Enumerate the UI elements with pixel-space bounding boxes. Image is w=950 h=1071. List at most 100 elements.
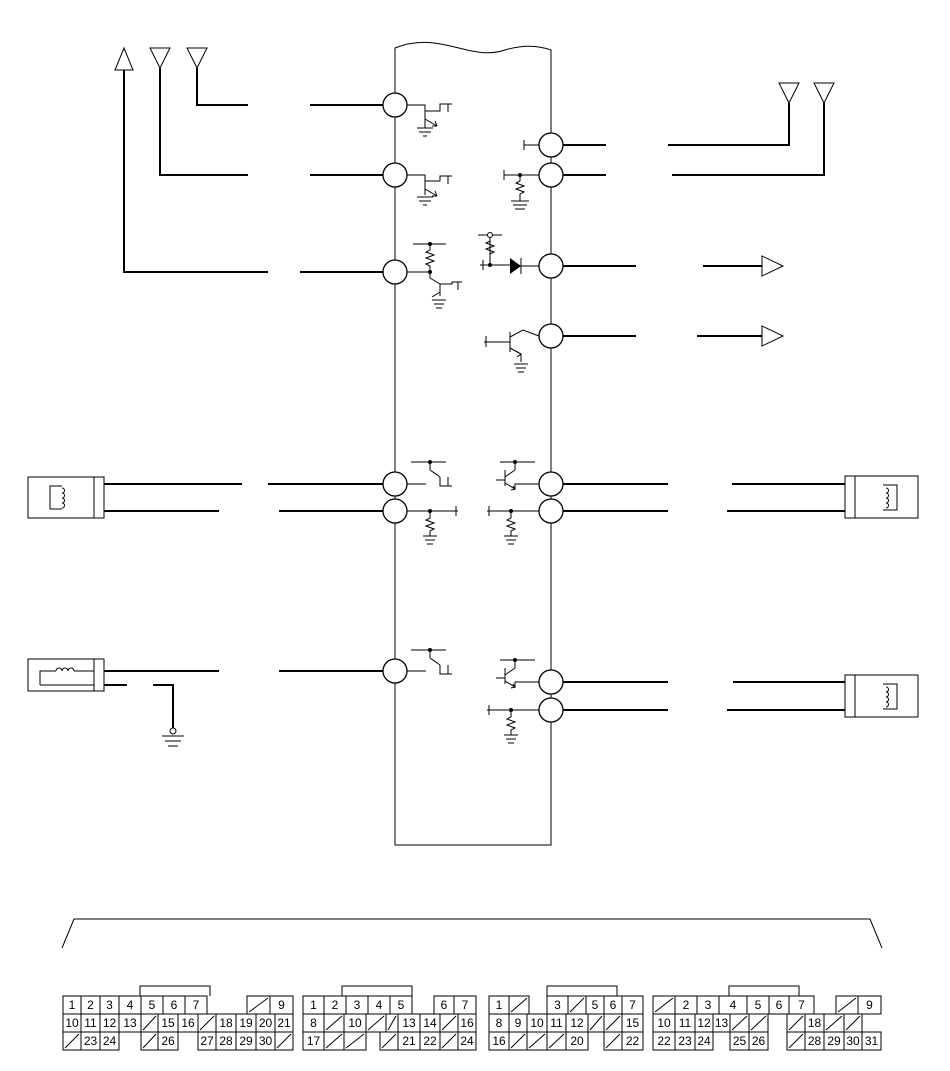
pin-number: 5 bbox=[592, 998, 599, 1012]
connector-lock-tab bbox=[728, 985, 800, 996]
pin-number: 2 bbox=[332, 998, 339, 1012]
unused-cavity-mark bbox=[750, 1015, 767, 1031]
pin-number: 15 bbox=[626, 1016, 640, 1030]
pin-number: 3 bbox=[106, 998, 113, 1012]
pin-number: 14 bbox=[423, 1016, 437, 1030]
unused-cavity-mark bbox=[325, 1015, 343, 1031]
pin-number: 29 bbox=[239, 1034, 253, 1048]
internal-switch-l6 bbox=[407, 648, 452, 675]
left-upper-wires bbox=[114, 46, 384, 273]
terminal-pin bbox=[538, 697, 564, 723]
pin-number: 5 bbox=[149, 998, 156, 1012]
unused-cavity-mark bbox=[589, 1015, 603, 1031]
connector-lock-tab bbox=[139, 985, 211, 996]
terminal-pin bbox=[382, 162, 408, 188]
pin-number: 10 bbox=[65, 1016, 79, 1030]
internal-resistor-r6 bbox=[487, 506, 539, 545]
pin-number: 24 bbox=[460, 1034, 474, 1048]
terminal-pin bbox=[382, 259, 408, 285]
connector-cavity bbox=[157, 1031, 179, 1051]
unused-cavity-mark bbox=[387, 1015, 397, 1031]
internal-transistor-r7 bbox=[496, 658, 539, 689]
right-sensor-1 bbox=[844, 475, 919, 519]
terminal-pin bbox=[538, 498, 564, 524]
unused-cavity-mark bbox=[64, 1033, 80, 1049]
pin-number: 9 bbox=[278, 998, 285, 1012]
unused-cavity-mark bbox=[510, 1033, 526, 1049]
unused-cavity-mark bbox=[276, 1033, 292, 1049]
pin-number: 4 bbox=[730, 998, 737, 1012]
pin-number: 15 bbox=[161, 1016, 175, 1030]
connector-cavity bbox=[861, 1031, 882, 1051]
pin-number: 1 bbox=[496, 998, 503, 1012]
unused-cavity-mark bbox=[654, 997, 674, 1013]
connector-lock-tab bbox=[341, 985, 413, 996]
connector-cavity bbox=[457, 1031, 477, 1051]
unused-cavity-mark bbox=[788, 1015, 804, 1031]
pin-number: 26 bbox=[752, 1034, 766, 1048]
terminal-pin bbox=[382, 471, 408, 497]
pin-number: 11 bbox=[550, 1016, 563, 1030]
unused-cavity-mark bbox=[325, 1033, 343, 1049]
terminal-pin bbox=[538, 471, 564, 497]
pin-number: 18 bbox=[219, 1016, 233, 1030]
pin-number: 28 bbox=[808, 1034, 822, 1048]
pin-number: 27 bbox=[200, 1034, 214, 1048]
unused-cavity-mark bbox=[605, 1033, 621, 1049]
terminal-pin bbox=[538, 669, 564, 695]
unused-cavity-mark bbox=[731, 1015, 748, 1031]
pin-number: 13 bbox=[402, 1016, 416, 1030]
unused-cavity-mark bbox=[837, 997, 857, 1013]
connector-cavity bbox=[621, 1031, 644, 1051]
terminal-pin bbox=[538, 253, 564, 279]
unused-cavity-mark bbox=[605, 1015, 621, 1031]
pin-number: 31 bbox=[865, 1034, 879, 1048]
internal-pullup-l3 bbox=[407, 242, 462, 309]
unused-cavity-mark bbox=[142, 1015, 157, 1031]
internal-transistor-l2 bbox=[407, 174, 452, 206]
unused-cavity-mark bbox=[345, 1033, 365, 1049]
unused-cavity-mark bbox=[441, 1015, 457, 1031]
pin-number: 6 bbox=[171, 998, 178, 1012]
unused-cavity-mark bbox=[381, 1033, 397, 1049]
pin-number: 5 bbox=[398, 998, 405, 1012]
unused-cavity-mark bbox=[510, 997, 528, 1013]
unused-cavity-mark bbox=[248, 997, 269, 1013]
pin-number: 4 bbox=[127, 998, 134, 1012]
pin-number: 9 bbox=[515, 1016, 522, 1030]
pin-number: 7 bbox=[462, 998, 469, 1012]
right-upper-wires bbox=[562, 82, 835, 347]
unused-cavity-mark bbox=[441, 1033, 457, 1049]
pin-number: 3 bbox=[705, 998, 712, 1012]
pin-number: 4 bbox=[376, 998, 383, 1012]
left-sensor-1 bbox=[27, 476, 105, 519]
pin-number: 9 bbox=[866, 998, 873, 1012]
pin-number: 28 bbox=[219, 1034, 233, 1048]
right-lower-wires bbox=[562, 483, 845, 711]
pin-number: 5 bbox=[755, 998, 762, 1012]
unused-cavity-mark bbox=[788, 1033, 804, 1049]
internal-transistor-r5 bbox=[496, 460, 539, 491]
connector-cavity bbox=[694, 1031, 714, 1051]
internal-resistor-l5 bbox=[407, 506, 458, 545]
unused-cavity-mark bbox=[142, 1033, 157, 1049]
pin-number: 6 bbox=[441, 998, 448, 1012]
pin-number: 2 bbox=[87, 998, 94, 1012]
pin-number: 23 bbox=[678, 1034, 692, 1048]
pin-number: 8 bbox=[310, 1016, 317, 1030]
connector-cavity bbox=[99, 1031, 120, 1051]
connector-cavity bbox=[748, 1031, 769, 1051]
internal-resistor-r8 bbox=[487, 705, 539, 744]
internal-r2 bbox=[503, 170, 539, 210]
connector-group-bracket bbox=[61, 918, 883, 949]
connector-lock-tab bbox=[546, 985, 618, 996]
pin-number: 23 bbox=[84, 1034, 98, 1048]
pin-number: 24 bbox=[103, 1034, 117, 1048]
pin-number: 25 bbox=[733, 1034, 747, 1048]
pin-number: 1 bbox=[69, 998, 76, 1012]
internal-diode-r3 bbox=[478, 232, 539, 274]
